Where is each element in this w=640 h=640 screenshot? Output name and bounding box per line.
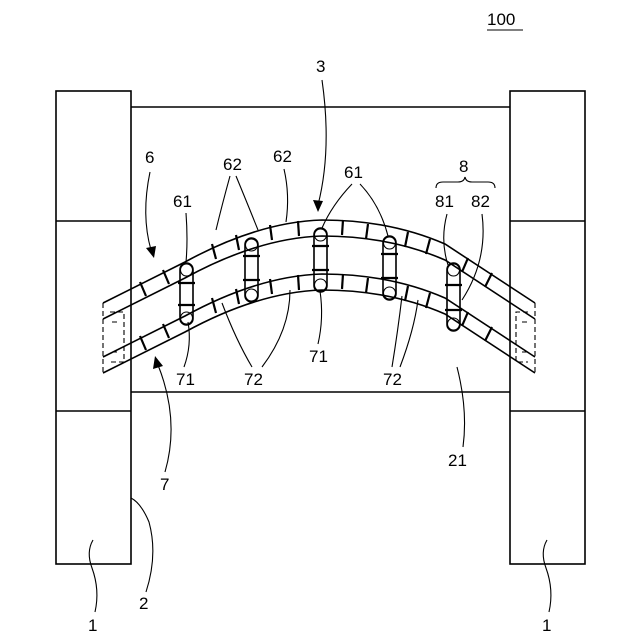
connector-3 bbox=[312, 228, 329, 292]
right-support bbox=[510, 91, 585, 564]
rail-connectors bbox=[178, 228, 462, 331]
label-lower-segment-right-text: 72 bbox=[383, 370, 402, 389]
label-upper-node-right-text: 61 bbox=[344, 163, 363, 182]
figure-number: 100 bbox=[487, 10, 523, 30]
label-base-text: 21 bbox=[448, 451, 467, 470]
label-support-right: 1 bbox=[542, 540, 551, 635]
label-frame: 2 bbox=[131, 498, 153, 613]
label-upper-node-left-text: 61 bbox=[173, 192, 192, 211]
label-lower-segment-left: 72 bbox=[222, 290, 290, 389]
figure-number-text: 100 bbox=[487, 10, 515, 29]
label-support-right-text: 1 bbox=[542, 616, 551, 635]
connector-5 bbox=[445, 263, 462, 331]
label-channel: 3 bbox=[313, 57, 326, 212]
label-upper-rail-text: 6 bbox=[145, 148, 154, 167]
label-upper-segment-left: 62 bbox=[216, 155, 258, 230]
label-upper-rail: 6 bbox=[145, 148, 156, 258]
label-upper-segment-mid: 62 bbox=[273, 147, 292, 222]
label-support-left: 1 bbox=[88, 540, 97, 635]
label-lower-node-mid: 71 bbox=[309, 291, 328, 366]
label-channel-text: 3 bbox=[316, 57, 325, 76]
connector-2 bbox=[243, 238, 260, 302]
label-joint-left-text: 81 bbox=[435, 192, 454, 211]
label-base: 21 bbox=[448, 367, 467, 470]
label-joint-group-text: 8 bbox=[459, 157, 468, 176]
label-joint-group: 8 81 82 bbox=[435, 157, 495, 300]
label-support-left-text: 1 bbox=[88, 616, 97, 635]
label-lower-rail-text: 7 bbox=[160, 475, 169, 494]
label-lower-node-left-text: 71 bbox=[176, 370, 195, 389]
connector-4 bbox=[381, 236, 398, 300]
label-lower-segment-right: 72 bbox=[383, 296, 418, 389]
label-lower-segment-left-text: 72 bbox=[244, 370, 263, 389]
label-upper-node-left: 61 bbox=[173, 192, 192, 262]
label-frame-text: 2 bbox=[139, 594, 148, 613]
label-upper-segment-mid-text: 62 bbox=[273, 147, 292, 166]
label-lower-rail: 7 bbox=[153, 356, 171, 494]
label-lower-node-mid-text: 71 bbox=[309, 347, 328, 366]
label-joint-right-text: 82 bbox=[471, 192, 490, 211]
left-support bbox=[56, 91, 131, 564]
label-upper-segment-left-text: 62 bbox=[223, 155, 242, 174]
